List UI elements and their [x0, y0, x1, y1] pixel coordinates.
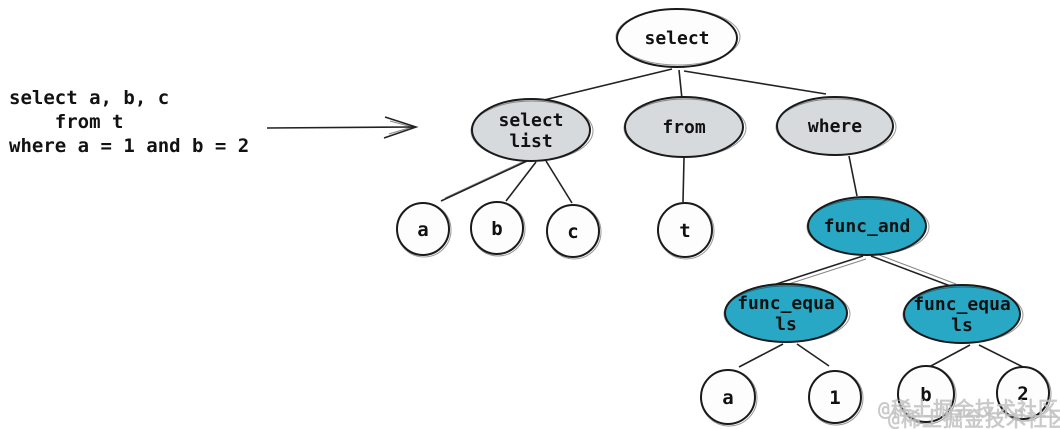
edge-selectlist-a — [440, 160, 528, 202]
edge-selectlist-b — [505, 161, 537, 202]
node-func-equals-2-label-line2: ls — [951, 315, 973, 336]
node-select-list-label-line2: list — [509, 131, 552, 152]
node-col-b-label: b — [491, 218, 502, 240]
edge-funcand-funcequals2 — [870, 255, 954, 288]
node-from: from — [623, 96, 747, 158]
sql-line-2: from t — [9, 111, 124, 133]
node-table-t-overdraw — [657, 202, 715, 260]
node-col-c-label: c — [567, 221, 578, 243]
sql-snippet: select a, b, c from t where a = 1 and b … — [9, 86, 249, 158]
node-func-equals-1: func_equa ls — [723, 283, 851, 343]
node-eq1-right-overdraw — [808, 370, 864, 426]
node-func-and: func_and — [806, 196, 930, 256]
node-eq1-left-label: a — [722, 387, 733, 409]
edge-select-selectlist — [539, 68, 673, 102]
node-func-equals-2-label-line1: func_equa — [913, 294, 1011, 315]
node-table-t-label: t — [679, 220, 690, 242]
node-col-b-overdraw — [470, 201, 526, 257]
node-eq2-left: b — [897, 365, 957, 425]
node-eq2-right: 2 — [996, 366, 1052, 422]
sql-line-1: select a, b, c — [9, 87, 170, 109]
node-select-overdraw — [615, 8, 741, 66]
node-eq2-right-overdraw — [996, 366, 1052, 422]
node-select-label: select — [644, 28, 709, 49]
node-func-and-label: func_and — [824, 216, 911, 237]
node-col-c-overdraw — [546, 204, 602, 260]
edge-where-funcand — [848, 155, 858, 197]
node-func-equals-1-label-line2: ls — [775, 314, 797, 335]
node-func-and-overdraw — [806, 198, 930, 256]
node-where-overdraw — [775, 98, 897, 156]
arrow-shaft — [266, 126, 415, 129]
arrow-head-overdraw — [388, 120, 414, 135]
node-func-equals-2: func_equa ls — [902, 284, 1024, 344]
node-func-equals-1-overdraw — [723, 285, 851, 343]
edge-funcequals2-2 — [978, 344, 1026, 369]
edge-selectlist-a-overdraw — [444, 157, 532, 199]
node-col-b: b — [470, 201, 526, 257]
edge-from-t — [682, 157, 685, 203]
edge-funcand-funcequals2-overdraw — [873, 252, 957, 285]
node-eq1-left: a — [700, 369, 758, 427]
edge-select-where — [683, 70, 827, 95]
edge-funcequals2-b — [928, 344, 971, 368]
node-col-a: a — [396, 202, 452, 258]
node-col-a-label: a — [417, 219, 428, 241]
edge-funcequals1-a — [738, 343, 784, 368]
node-select-list-label-line1: select — [498, 110, 563, 131]
transform-arrow — [266, 116, 419, 139]
node-where-label: where — [808, 116, 862, 137]
arrow-head-icon — [383, 116, 419, 139]
edge-select-from — [678, 69, 683, 100]
node-func-equals-1-label-line1: func_equa — [737, 293, 835, 314]
node-eq2-left-overdraw — [897, 365, 957, 425]
node-eq1-right-label: 1 — [829, 387, 840, 409]
node-select-list: select list — [470, 98, 594, 162]
node-eq2-left-label: b — [920, 384, 931, 406]
edge-funcand-funcequals1 — [763, 255, 864, 289]
node-eq1-right: 1 — [808, 370, 864, 426]
node-col-c: c — [546, 204, 602, 260]
edge-selectlist-c — [545, 160, 573, 204]
edge-funcequals1-1 — [796, 343, 830, 367]
node-func-equals-2-overdraw — [902, 286, 1024, 344]
node-from-label: from — [662, 117, 706, 138]
node-eq2-right-label: 2 — [1017, 383, 1028, 405]
watermark-overdraw: @稀土掘金技术社区 — [888, 407, 1060, 429]
node-from-overdraw — [623, 98, 747, 158]
node-where: where — [775, 96, 897, 156]
tree-edges — [440, 68, 1026, 369]
node-select: select — [615, 8, 741, 68]
node-eq1-left-overdraw — [700, 369, 758, 427]
node-table-t: t — [657, 202, 715, 260]
node-select-list-overdraw — [470, 100, 594, 162]
node-col-a-overdraw — [396, 202, 452, 258]
sql-line-3: where a = 1 and b = 2 — [9, 135, 250, 157]
watermark: @稀土掘金技术社区 — [878, 397, 1060, 421]
